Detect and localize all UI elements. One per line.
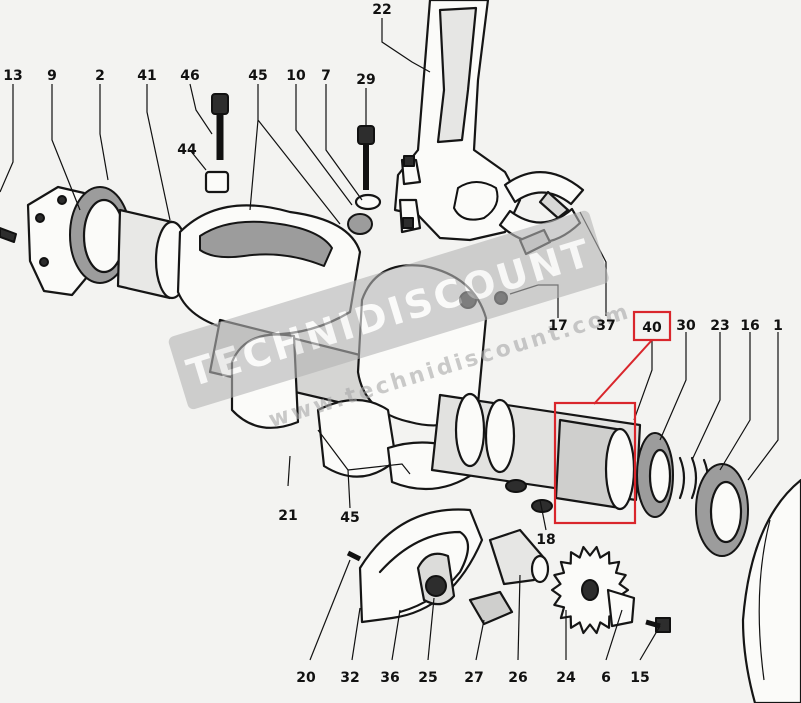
callout-21[interactable]: 21 (278, 508, 297, 524)
callout-32[interactable]: 32 (340, 670, 359, 686)
callout-15[interactable]: 15 (630, 670, 649, 686)
highlight-part-40[interactable] (553, 310, 672, 525)
callout-26[interactable]: 26 (508, 670, 527, 686)
callout-2[interactable]: 2 (95, 68, 105, 84)
callout-44[interactable]: 44 (177, 142, 197, 158)
callout-37[interactable]: 37 (596, 318, 615, 334)
callout-23[interactable]: 23 (710, 318, 729, 334)
callout-20[interactable]: 20 (296, 670, 316, 686)
connecting-rod (393, 0, 522, 242)
callout-25[interactable]: 25 (418, 670, 437, 686)
callout-36[interactable]: 36 (380, 670, 399, 686)
callout-7[interactable]: 7 (321, 68, 331, 84)
callout-6[interactable]: 6 (601, 670, 611, 686)
oil-pump-assembly (346, 508, 671, 635)
callout-45-top[interactable]: 45 (248, 68, 267, 84)
callout-18[interactable]: 18 (536, 532, 555, 548)
callout-45-bottom[interactable]: 45 (340, 510, 359, 526)
callout-40[interactable]: 40 (642, 320, 662, 336)
callout-22[interactable]: 22 (372, 2, 391, 18)
callout-16[interactable]: 16 (740, 318, 759, 334)
gear-24-hub (581, 579, 599, 601)
highlight-connector (593, 339, 653, 405)
callout-30[interactable]: 30 (676, 318, 696, 334)
callout-10[interactable]: 10 (286, 68, 306, 84)
callout-1[interactable]: 1 (773, 318, 783, 334)
callout-labels: 22 13 9 2 41 46 45 10 7 29 44 17 37 40 3… (3, 2, 783, 686)
callout-46[interactable]: 46 (180, 68, 199, 84)
callout-29[interactable]: 29 (356, 72, 375, 88)
callout-27[interactable]: 27 (464, 670, 483, 686)
callout-41[interactable]: 41 (137, 68, 156, 84)
callout-9[interactable]: 9 (47, 68, 57, 84)
callout-13[interactable]: 13 (3, 68, 22, 84)
callout-17[interactable]: 17 (548, 318, 567, 334)
callout-24[interactable]: 24 (556, 670, 576, 686)
